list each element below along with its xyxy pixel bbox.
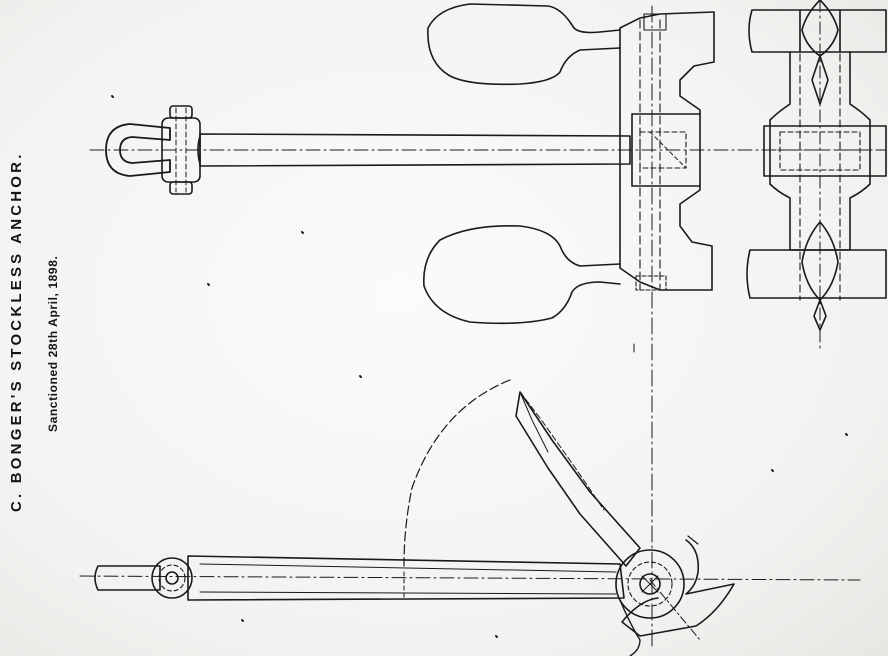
fluke-bill <box>621 539 735 637</box>
upper-fluke <box>427 3 621 86</box>
drawing-title: C. BONGER'S STOCKLESS ANCHOR. <box>8 151 25 512</box>
anchor-side-view <box>79 343 861 656</box>
anchor-end-view <box>746 0 887 351</box>
ring-eye <box>151 557 193 599</box>
swing-arc <box>403 379 511 567</box>
tripping-palm <box>619 11 715 117</box>
end-view-top-arm <box>748 9 887 53</box>
end-view-bottom-arm <box>746 249 887 299</box>
crown-block <box>631 113 701 187</box>
side-shank <box>187 555 625 601</box>
shank <box>199 133 631 167</box>
crown-pivot <box>615 549 685 619</box>
side-arm <box>515 391 641 567</box>
anchor-plan-view <box>89 3 886 651</box>
paper-specks <box>111 95 848 638</box>
end-view-hub <box>763 125 887 177</box>
lower-fluke <box>423 224 621 325</box>
shackle <box>105 123 171 177</box>
drawing-subtitle: Sanctioned 28th April, 1898. <box>46 255 60 432</box>
